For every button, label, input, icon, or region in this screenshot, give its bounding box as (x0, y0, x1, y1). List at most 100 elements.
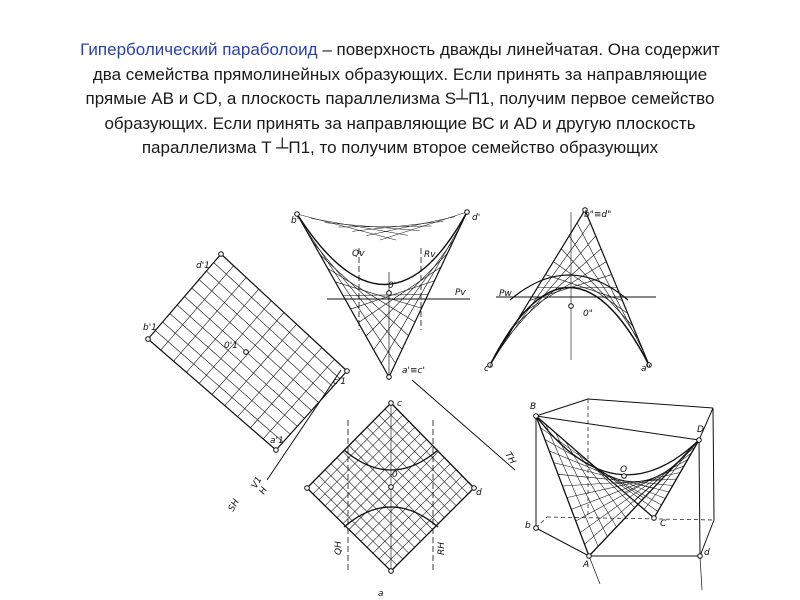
label-c2: c" (484, 364, 493, 374)
label-ac: a'≡c' (402, 366, 425, 376)
label-b1: b'1 (143, 323, 157, 333)
drawing-line (634, 459, 681, 502)
curve (296, 211, 468, 286)
vertex-point (471, 485, 477, 491)
drawing-line (535, 415, 700, 441)
drawing-line (588, 439, 700, 557)
label-c1: c'1 (333, 377, 346, 387)
view-axonometric (533, 398, 715, 591)
drawing-line (366, 216, 456, 236)
drawing-line (614, 478, 663, 485)
vertex-point (273, 447, 279, 453)
drawing-line (624, 468, 672, 493)
drawing-line (384, 481, 469, 566)
drawing-line (186, 288, 260, 373)
label-b: b' (291, 216, 299, 226)
drawing-line (262, 359, 335, 440)
label-qh: QH (334, 541, 344, 555)
drawing-line (584, 209, 650, 366)
drawing-line (545, 424, 599, 547)
vertex-point (697, 553, 703, 559)
vertex-point (651, 515, 657, 521)
vertex-point (388, 400, 394, 406)
drawing-line (699, 519, 715, 557)
drawing-line (354, 451, 439, 536)
vertex-point (145, 336, 151, 342)
drawing-line (147, 253, 222, 340)
drawing-line (312, 408, 398, 495)
caption-line-3: прямые АВ и CD, а плоскость параллелизма… (85, 89, 715, 108)
drawing-line (160, 265, 234, 351)
drawing-line (275, 370, 348, 451)
view-frontal-projection (294, 209, 470, 380)
drawing-line (224, 324, 297, 406)
label-o3: 0 (392, 470, 398, 480)
label-o2: 0" (583, 309, 593, 319)
drawing-line (198, 300, 272, 384)
vertex-point (243, 349, 249, 355)
label-pw: Pw (499, 289, 512, 299)
drawing-line (497, 222, 591, 353)
drawing-line (336, 433, 421, 518)
label-d: d' (472, 213, 480, 223)
drawing-line (237, 335, 310, 417)
drawing-line (699, 555, 703, 591)
vertex-point (696, 437, 702, 443)
vertex-point (621, 473, 627, 479)
label-b4: b (525, 521, 531, 531)
drawing-line (588, 555, 601, 585)
view-profile-projection (487, 207, 656, 368)
drawing-line (250, 347, 323, 428)
drawing-line (306, 487, 392, 572)
drawing-line (360, 457, 445, 542)
drawing-line (379, 211, 468, 241)
description-text: Гиперболический параболоид – поверхность… (10, 38, 790, 161)
label-o: 0' (388, 281, 396, 291)
label-d4: d (704, 548, 710, 558)
view-horizontal-projection (266, 369, 516, 574)
drawing-line (604, 475, 654, 489)
curve (535, 415, 700, 476)
drawing-line (390, 487, 475, 572)
drawing-line (555, 432, 608, 537)
drawing-line (306, 402, 392, 489)
vertex-point (568, 303, 574, 309)
vertex-point (533, 525, 539, 531)
drawing-line (296, 213, 390, 378)
caption-line-4: образующих. Если принять за направляющие… (104, 113, 696, 133)
label-o1: 0'1 (224, 341, 238, 351)
drawing-line (324, 421, 409, 506)
drawing-line (342, 439, 427, 524)
drawing-line (643, 449, 691, 510)
label-d1: d'1 (196, 261, 210, 271)
drawing-line (411, 379, 516, 471)
drawing-line (489, 209, 586, 366)
drawing-line (318, 414, 404, 501)
curve (509, 274, 629, 301)
vertex-point (304, 485, 310, 491)
vertex-point (582, 207, 588, 213)
vertex-point (386, 290, 392, 296)
drawing-line (505, 235, 596, 340)
label-C: C (660, 519, 667, 529)
drawing-line (266, 369, 342, 481)
label-pv: Pv (455, 288, 466, 298)
vertex-point (294, 211, 300, 217)
drawing-line (594, 466, 645, 499)
drawing-line (352, 221, 444, 232)
drawing-line (587, 398, 714, 409)
caption-line-2: два семейства прямолинейных образующих. … (92, 64, 708, 84)
drawing-line (535, 415, 590, 557)
label-sh: SH (227, 497, 242, 513)
curve (489, 286, 650, 366)
label-qv: Qv (352, 249, 365, 259)
label-bd: b"≡d" (584, 210, 611, 220)
vertex-point (388, 568, 394, 574)
label-d3: d (476, 488, 482, 498)
drawing-line (378, 475, 463, 560)
vertex-point (388, 484, 394, 490)
label-a3: a (378, 589, 384, 599)
drawing-line (220, 253, 348, 372)
drawing-line (390, 402, 475, 489)
vertex-point (386, 374, 392, 380)
